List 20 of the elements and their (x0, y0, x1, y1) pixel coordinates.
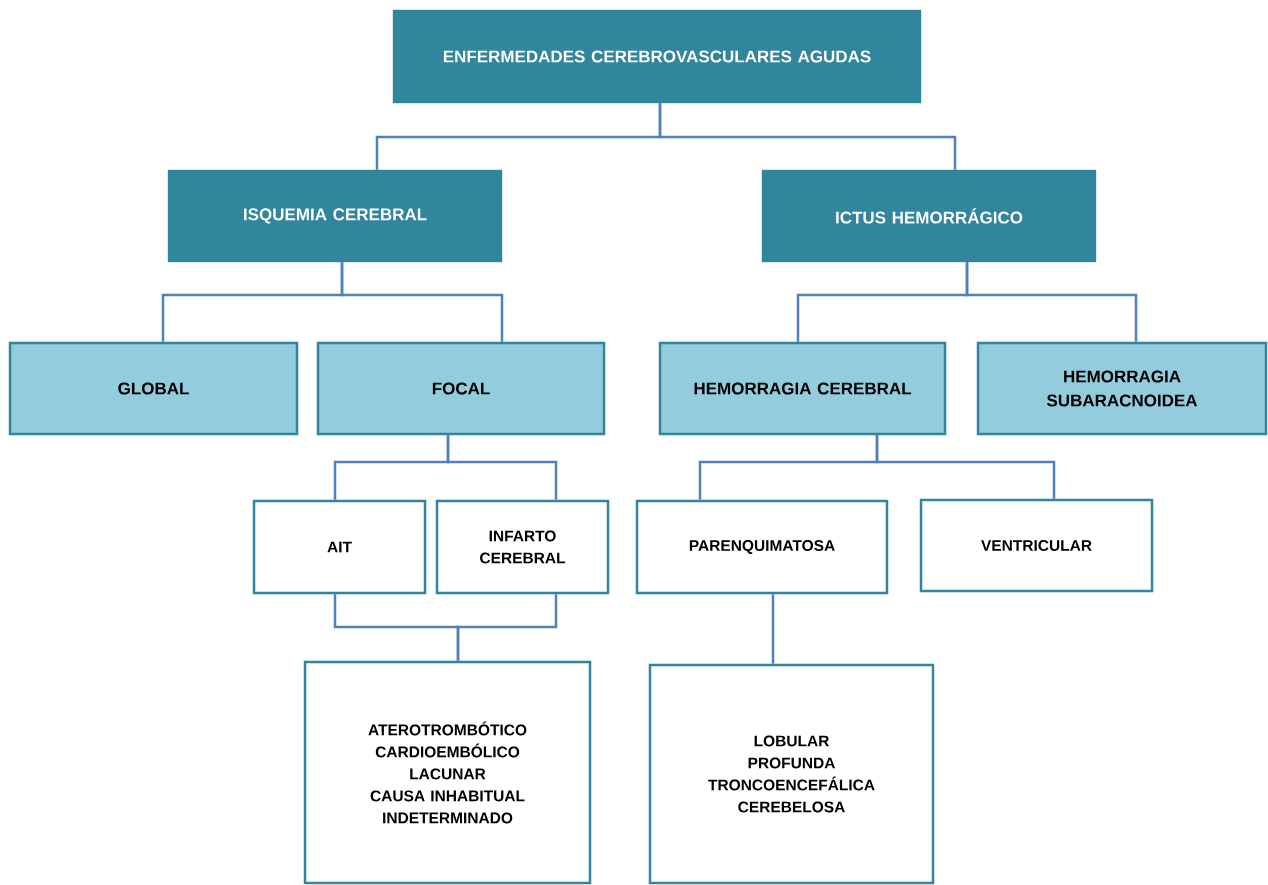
type-box: INFARTO CEREBRAL (435, 499, 610, 595)
type-box: AIT (252, 499, 427, 595)
type-box: PARENQUIMATOSA (635, 499, 889, 595)
subcategory-box: GLOBAL (8, 341, 299, 436)
type-box: ATEROTROMBÓTICO CARDIOEMBÓLICO LACUNAR CAUSA INHABITUAL INDETERMINADO (303, 660, 592, 885)
type-box: LOBULAR PROFUNDA TRONCOENCEFÁLICA CEREBELOSA (648, 663, 935, 885)
type-box: VENTRICULAR (919, 498, 1154, 593)
connector (965, 262, 1138, 342)
subcategory-box: FOCAL (316, 341, 606, 436)
connector (446, 435, 558, 500)
category-box: ISQUEMIA CEREBRAL (167, 169, 503, 263)
connector (658, 103, 957, 170)
category-box: ENFERMEDADES CEREBROVASCULARES AGUDAS (392, 9, 922, 104)
connector (875, 435, 1056, 499)
connector (340, 262, 504, 342)
subcategory-box: HEMORRAGIA SUBARACNOIDEA (976, 341, 1268, 436)
subcategory-box: HEMORRAGIA CEREBRAL (658, 341, 947, 436)
category-box: ICTUS HEMORRÁGICO (761, 169, 1097, 263)
connector (771, 594, 775, 664)
connector (456, 594, 558, 661)
